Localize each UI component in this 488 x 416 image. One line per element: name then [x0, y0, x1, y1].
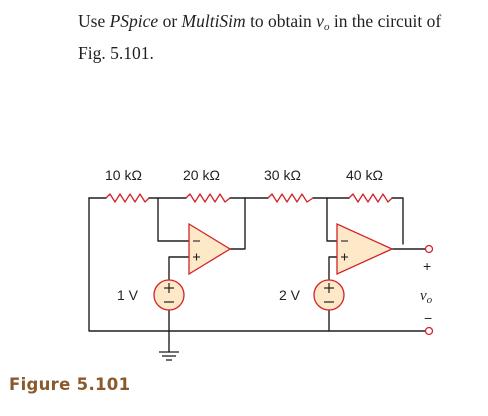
problem-variable-subscript: o: [323, 21, 330, 33]
resistor-label-10k: 10 kΩ: [105, 167, 142, 183]
problem-figure-ref: Fig. 5.101.: [78, 43, 154, 63]
voltage-source-2v: [313, 279, 345, 311]
opamp-2: [336, 222, 394, 276]
resistor-label-40k: 40 kΩ: [346, 167, 383, 183]
resistor-40k: [348, 193, 393, 203]
problem-variable: v: [316, 11, 324, 31]
problem-text-circuit: in the circuit of: [329, 11, 442, 31]
problem-text-prefix: Use: [78, 11, 110, 31]
output-voltage-label: vo: [420, 288, 433, 306]
figure-caption: Figure 5.101: [9, 375, 131, 394]
ground-icon: [159, 351, 179, 361]
resistors: [105, 193, 393, 203]
resistor-10k: [105, 193, 150, 203]
output-terminals: [424, 244, 434, 336]
source-label-2v: 2 V: [279, 287, 301, 303]
wires: [88, 197, 427, 353]
problem-text-or: or: [158, 11, 182, 31]
problem-tool-multisim: MultiSim: [181, 11, 246, 31]
source-label-1v: 1 V: [117, 287, 139, 303]
opamp-1: [188, 222, 232, 276]
output-terminal-top: [424, 244, 434, 254]
problem-text-obtain: to obtain: [245, 11, 317, 31]
output-voltage-var: v: [420, 288, 427, 304]
output-terminal-bottom: [424, 326, 434, 336]
voltage-source-1v: [153, 279, 185, 311]
problem-tool-pspice: PSpice: [109, 11, 159, 31]
resistor-20k: [185, 193, 231, 203]
resistor-label-20k: 20 kΩ: [183, 167, 220, 183]
problem-statement: Use PSpice or MultiSim to obtain vo in t…: [78, 8, 478, 66]
resistor-label-30k: 30 kΩ: [264, 167, 301, 183]
output-minus-sign: −: [424, 310, 432, 326]
output-plus-sign: +: [423, 258, 431, 274]
resistor-30k: [267, 193, 314, 203]
output-voltage-subscript: o: [427, 294, 433, 306]
